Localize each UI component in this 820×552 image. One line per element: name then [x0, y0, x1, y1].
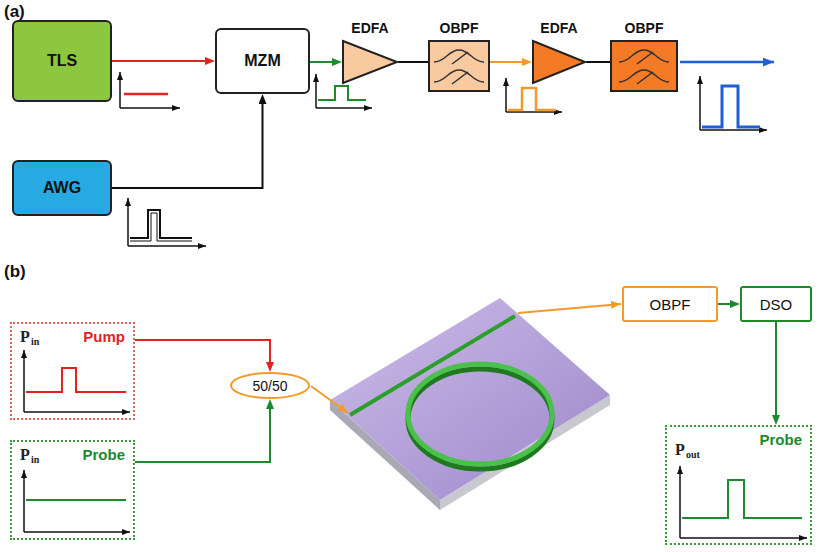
- signal-connector: [398, 61, 428, 63]
- node-label: P: [20, 446, 30, 464]
- node-label: EDFA: [351, 18, 388, 38]
- pulse-waveform: [130, 210, 192, 238]
- coupler-outline: [231, 373, 309, 398]
- node-label: 50/50: [252, 378, 287, 394]
- node-label: AWG: [43, 179, 81, 197]
- amplifier-shape: [342, 40, 398, 84]
- filter-icon: [619, 50, 669, 84]
- bus-waveguide: [350, 316, 515, 415]
- pulse-waveform: [702, 86, 760, 127]
- node-label: in: [31, 454, 39, 465]
- output-panel: ProbePout: [665, 425, 812, 545]
- pulse-waveform: [508, 88, 556, 110]
- signal-connector: [112, 60, 209, 62]
- pulse-waveform: [318, 86, 366, 100]
- input-arrow: [311, 386, 348, 413]
- cw-waveform: [124, 93, 168, 96]
- node-label: Probe: [82, 446, 125, 463]
- panel-label: (b): [4, 262, 26, 282]
- coupler-ellipse: 50/50: [230, 372, 310, 399]
- node-label: MZM: [244, 52, 280, 70]
- node-label: P: [20, 328, 30, 346]
- node-label: DSO: [760, 296, 793, 313]
- probe-waveform: [26, 499, 126, 501]
- modulator-box: MZM: [215, 28, 310, 94]
- amplifier-triangle: [533, 41, 585, 83]
- panel-label: (a): [4, 2, 25, 22]
- node-label: out: [686, 449, 700, 460]
- filter-icon: [434, 50, 484, 84]
- waveform-generator-box: AWG: [12, 160, 112, 216]
- output-arrow: [518, 304, 621, 313]
- signal-connector: [112, 100, 263, 188]
- probe-waveform: [682, 480, 802, 518]
- amplifier-node: EDFA: [532, 18, 586, 84]
- node-label: Probe: [759, 431, 802, 448]
- ring-resonator: [408, 369, 552, 469]
- signal-connector: [490, 61, 526, 63]
- signal-connector: [718, 303, 734, 305]
- filter-shape: [428, 40, 490, 92]
- output-arrow: [680, 61, 774, 64]
- node-label: Pump: [83, 328, 125, 345]
- filter-fill: [610, 40, 678, 92]
- signal-connector: [586, 61, 610, 63]
- amplifier-node: EDFA: [342, 18, 398, 84]
- filter-shape: [610, 40, 678, 92]
- filter-fill: [428, 40, 490, 92]
- node-label: TLS: [47, 52, 77, 70]
- oscilloscope-box: DSO: [740, 286, 812, 322]
- signal-connector: [310, 61, 336, 63]
- node-label: P: [675, 441, 685, 459]
- node-label: OBPF: [625, 18, 664, 38]
- pump-waveform: [26, 368, 126, 392]
- axes: [120, 72, 767, 246]
- node-label: OBPF: [440, 18, 479, 38]
- pulse-waveform: [130, 213, 192, 241]
- signal-connector: [135, 405, 270, 462]
- probe-panel: Pin Probe: [10, 440, 135, 540]
- node-label: in: [31, 336, 39, 347]
- node-label: OBPF: [650, 296, 691, 313]
- pump-panel: Pin Pump: [10, 322, 135, 420]
- signal-connector: [775, 322, 777, 419]
- filter-node: OBPF: [610, 18, 678, 92]
- filter-node: OBPF: [428, 18, 490, 92]
- filter-box: OBPF: [622, 286, 718, 322]
- signal-connector: [135, 340, 270, 366]
- node-label: EDFA: [540, 18, 577, 38]
- amplifier-shape: [532, 40, 586, 84]
- ring-resonator: [408, 364, 552, 464]
- amplifier-triangle: [343, 41, 397, 83]
- chip-surface: [330, 298, 610, 500]
- laser-source-box: TLS: [12, 20, 112, 102]
